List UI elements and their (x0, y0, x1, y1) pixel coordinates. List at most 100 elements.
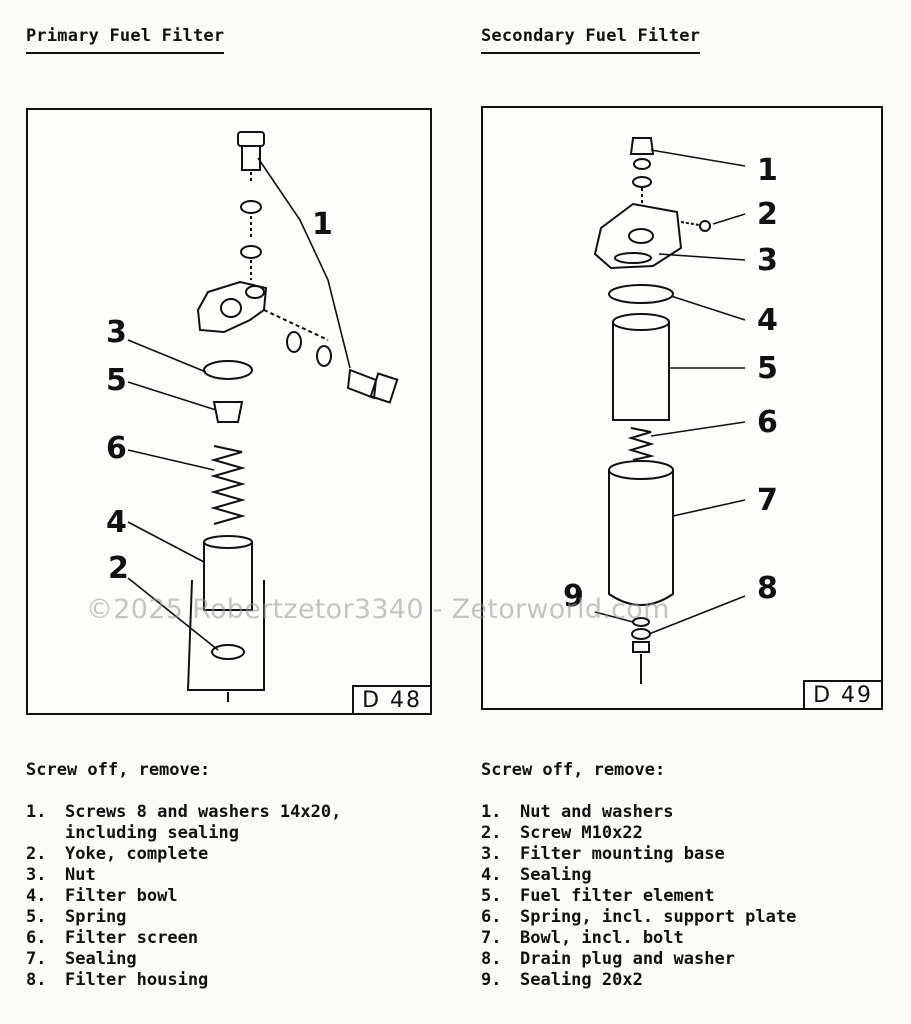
list-item-number: 1. (26, 802, 47, 822)
callout-5: 5 (106, 363, 127, 398)
list-item-text: Bowl, incl. bolt (520, 928, 684, 948)
list-item-number: 8. (26, 970, 47, 990)
list-item-text: Screws 8 and washers 14x20, (65, 802, 342, 822)
banjo-bolt-head (237, 131, 265, 147)
primary-parts-list: 1. Screws 8 and washers 14x20, including … (26, 802, 456, 991)
list-item-number: 2. (481, 823, 502, 843)
callout-7: 7 (757, 483, 778, 518)
list-item: 5. Fuel filter element (481, 886, 906, 907)
list-item-text: Sealing 20x2 (520, 970, 643, 990)
list-item: 8. Drain plug and washer (481, 949, 906, 970)
list-item-text: Sealing (65, 949, 137, 969)
list-item-number: 6. (481, 907, 502, 927)
list-item-number: 5. (481, 886, 502, 906)
top-washer (632, 176, 652, 188)
list-item-number: 3. (26, 865, 47, 885)
list-item: 9. Sealing 20x2 (481, 970, 906, 991)
list-item-text: Yoke, complete (65, 844, 209, 864)
list-item: 5. Spring (26, 907, 456, 928)
list-item: 2. Screw M10x22 (481, 823, 906, 844)
filter-mounting-base (593, 202, 683, 270)
spring (210, 445, 246, 525)
side-washer-a (286, 331, 302, 353)
filter-bowl (203, 542, 253, 611)
callout-1: 1 (757, 153, 778, 188)
list-item-text: Filter housing (65, 970, 209, 990)
callout-1: 1 (312, 207, 333, 242)
top-nut (629, 137, 655, 155)
sealing-ring (608, 284, 674, 304)
secondary-filter-drawing: 1 2 3 4 5 6 7 8 9 (563, 137, 778, 684)
list-item: 7. Bowl, incl. bolt (481, 928, 906, 949)
secondary-parts-list: 1.Nut and washers 2. Screw M10x22 3. Filte… (481, 802, 906, 991)
list-item-text: Sealing (520, 865, 592, 885)
secondary-filter-heading: Secondary Fuel Filter (481, 26, 701, 54)
callout-3: 3 (106, 315, 127, 350)
list-item-number: 4. (481, 865, 502, 885)
list-item: including sealing (26, 823, 456, 844)
callout-2: 2 (108, 551, 129, 586)
list-item-text: Nut and washers (520, 802, 674, 822)
list-item-text: Screw M10x22 (520, 823, 643, 843)
primary-instruction-lead: Screw off, remove: (26, 760, 211, 780)
list-item-text: Filter screen (65, 928, 199, 948)
list-item-number: 7. (26, 949, 47, 969)
callout-6: 6 (106, 431, 127, 466)
list-item: 8. Filter housing (26, 970, 456, 991)
figure-tag-d49: D 49 (803, 680, 881, 708)
list-item-number: 8. (481, 949, 502, 969)
list-item-number: 4. (26, 886, 47, 906)
list-item-text: Fuel filter element (520, 886, 715, 906)
sealing-washer-lower (240, 245, 262, 259)
list-item: 3. Nut (26, 865, 456, 886)
primary-filter-heading: Primary Fuel Filter (26, 26, 225, 54)
list-item: 4. Sealing (481, 865, 906, 886)
list-item-text: Spring, incl. support plate (520, 907, 797, 927)
list-item: 4. Filter bowl (26, 886, 456, 907)
list-item-number: 6. (26, 928, 47, 948)
watermark: ©2025 Robertzetor3340 - Zetorworld.com (86, 594, 670, 625)
list-item-text: Spring (65, 907, 127, 927)
list-item-number: 3. (481, 844, 502, 864)
list-item-number: 7. (481, 928, 502, 948)
sealing-ring (203, 360, 253, 380)
drain-washer (631, 628, 651, 640)
list-item: 6. Spring, incl. support plate (481, 907, 906, 928)
list-item-text: Filter bowl (65, 886, 178, 906)
list-item-number: 2. (26, 844, 47, 864)
callout-4: 4 (106, 505, 127, 540)
callout-8: 8 (757, 571, 778, 606)
list-item: 7. Sealing (26, 949, 456, 970)
callout-3: 3 (757, 243, 778, 278)
callout-6: 6 (757, 405, 778, 440)
list-item-number: 9. (481, 970, 502, 990)
list-item-text: including sealing (65, 823, 239, 843)
callout-4: 4 (757, 303, 778, 338)
list-item: 1. Screws 8 and washers 14x20, (26, 802, 456, 823)
side-washer-b (316, 345, 332, 367)
filter-housing-stirrup (186, 579, 265, 691)
strainer-cup (212, 401, 244, 423)
primary-filter-diagram: 1 3 5 6 4 2 D 48 (26, 108, 432, 715)
list-item: 2. Yoke, complete (26, 844, 456, 865)
screw-m10 (699, 220, 711, 232)
list-item: 6. Filter screen (26, 928, 456, 949)
spring (627, 427, 655, 461)
figure-tag-d48: D 48 (352, 685, 430, 713)
yoke (196, 280, 268, 334)
list-item: 1.Nut and washers (481, 802, 906, 823)
fuel-filter-element (612, 322, 670, 421)
secondary-filter-diagram: 1 2 3 4 5 6 7 8 9 D 49 (481, 106, 883, 710)
list-item-number: 5. (26, 907, 47, 927)
banjo-bolt-shank (241, 146, 261, 171)
list-item-text: Drain plug and washer (520, 949, 735, 969)
drain-plug (632, 641, 650, 653)
bowl (608, 470, 674, 606)
callout-2: 2 (757, 197, 778, 232)
primary-filter-drawing: 1 3 5 6 4 2 (106, 131, 399, 702)
list-item-text: Filter mounting base (520, 844, 725, 864)
callout-5: 5 (757, 351, 778, 386)
list-item-text: Nut (65, 865, 96, 885)
callout-9: 9 (563, 579, 584, 614)
list-item: 3. Filter mounting base (481, 844, 906, 865)
